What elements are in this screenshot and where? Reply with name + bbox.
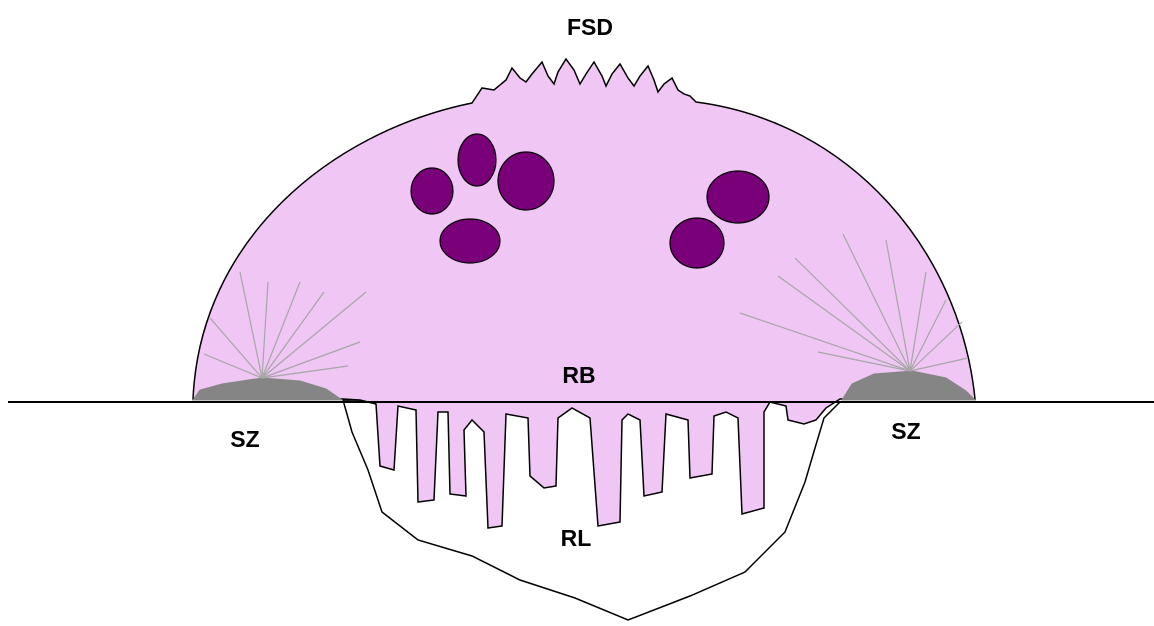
nucleus: [670, 218, 724, 268]
label-fsd: FSD: [567, 14, 613, 40]
nucleus: [498, 152, 554, 210]
nucleus: [411, 168, 453, 214]
nucleus: [440, 219, 500, 263]
label-sz-right: SZ: [891, 418, 920, 444]
label-rb: RB: [562, 362, 595, 388]
nucleus: [458, 134, 496, 186]
nucleus: [707, 171, 769, 223]
label-rl: RL: [561, 525, 592, 551]
label-sz-left: SZ: [230, 426, 259, 452]
